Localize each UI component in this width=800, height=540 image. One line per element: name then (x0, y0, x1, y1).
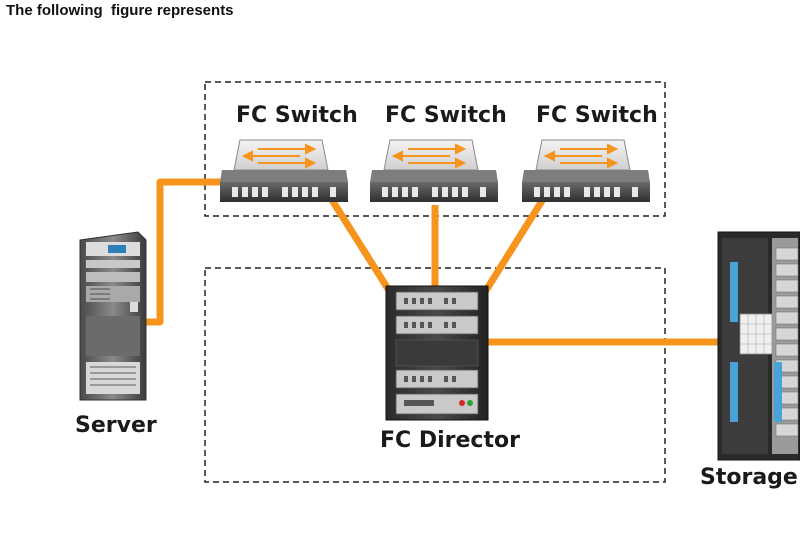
fc-links (142, 178, 724, 346)
fc-switch-icon (522, 139, 650, 202)
switch-3-label: FC Switch (536, 103, 658, 128)
director-label: FC Director (380, 428, 520, 453)
server-label: Server (75, 413, 157, 438)
question-text: The following figure represents (6, 2, 234, 19)
switch-2-label: FC Switch (385, 103, 507, 128)
link-server-switch1 (142, 178, 225, 326)
fc-director-rack-icon (385, 285, 489, 421)
fc-switch-icon (370, 139, 498, 202)
storage-array-icon (717, 231, 800, 461)
switch-1-label: FC Switch (236, 103, 358, 128)
link-switch3-director (477, 194, 548, 302)
fc-switch-icon (220, 139, 348, 202)
storage-label: Storage (700, 465, 798, 490)
server-tower-icon (79, 231, 147, 401)
link-switch1-director (329, 198, 398, 302)
